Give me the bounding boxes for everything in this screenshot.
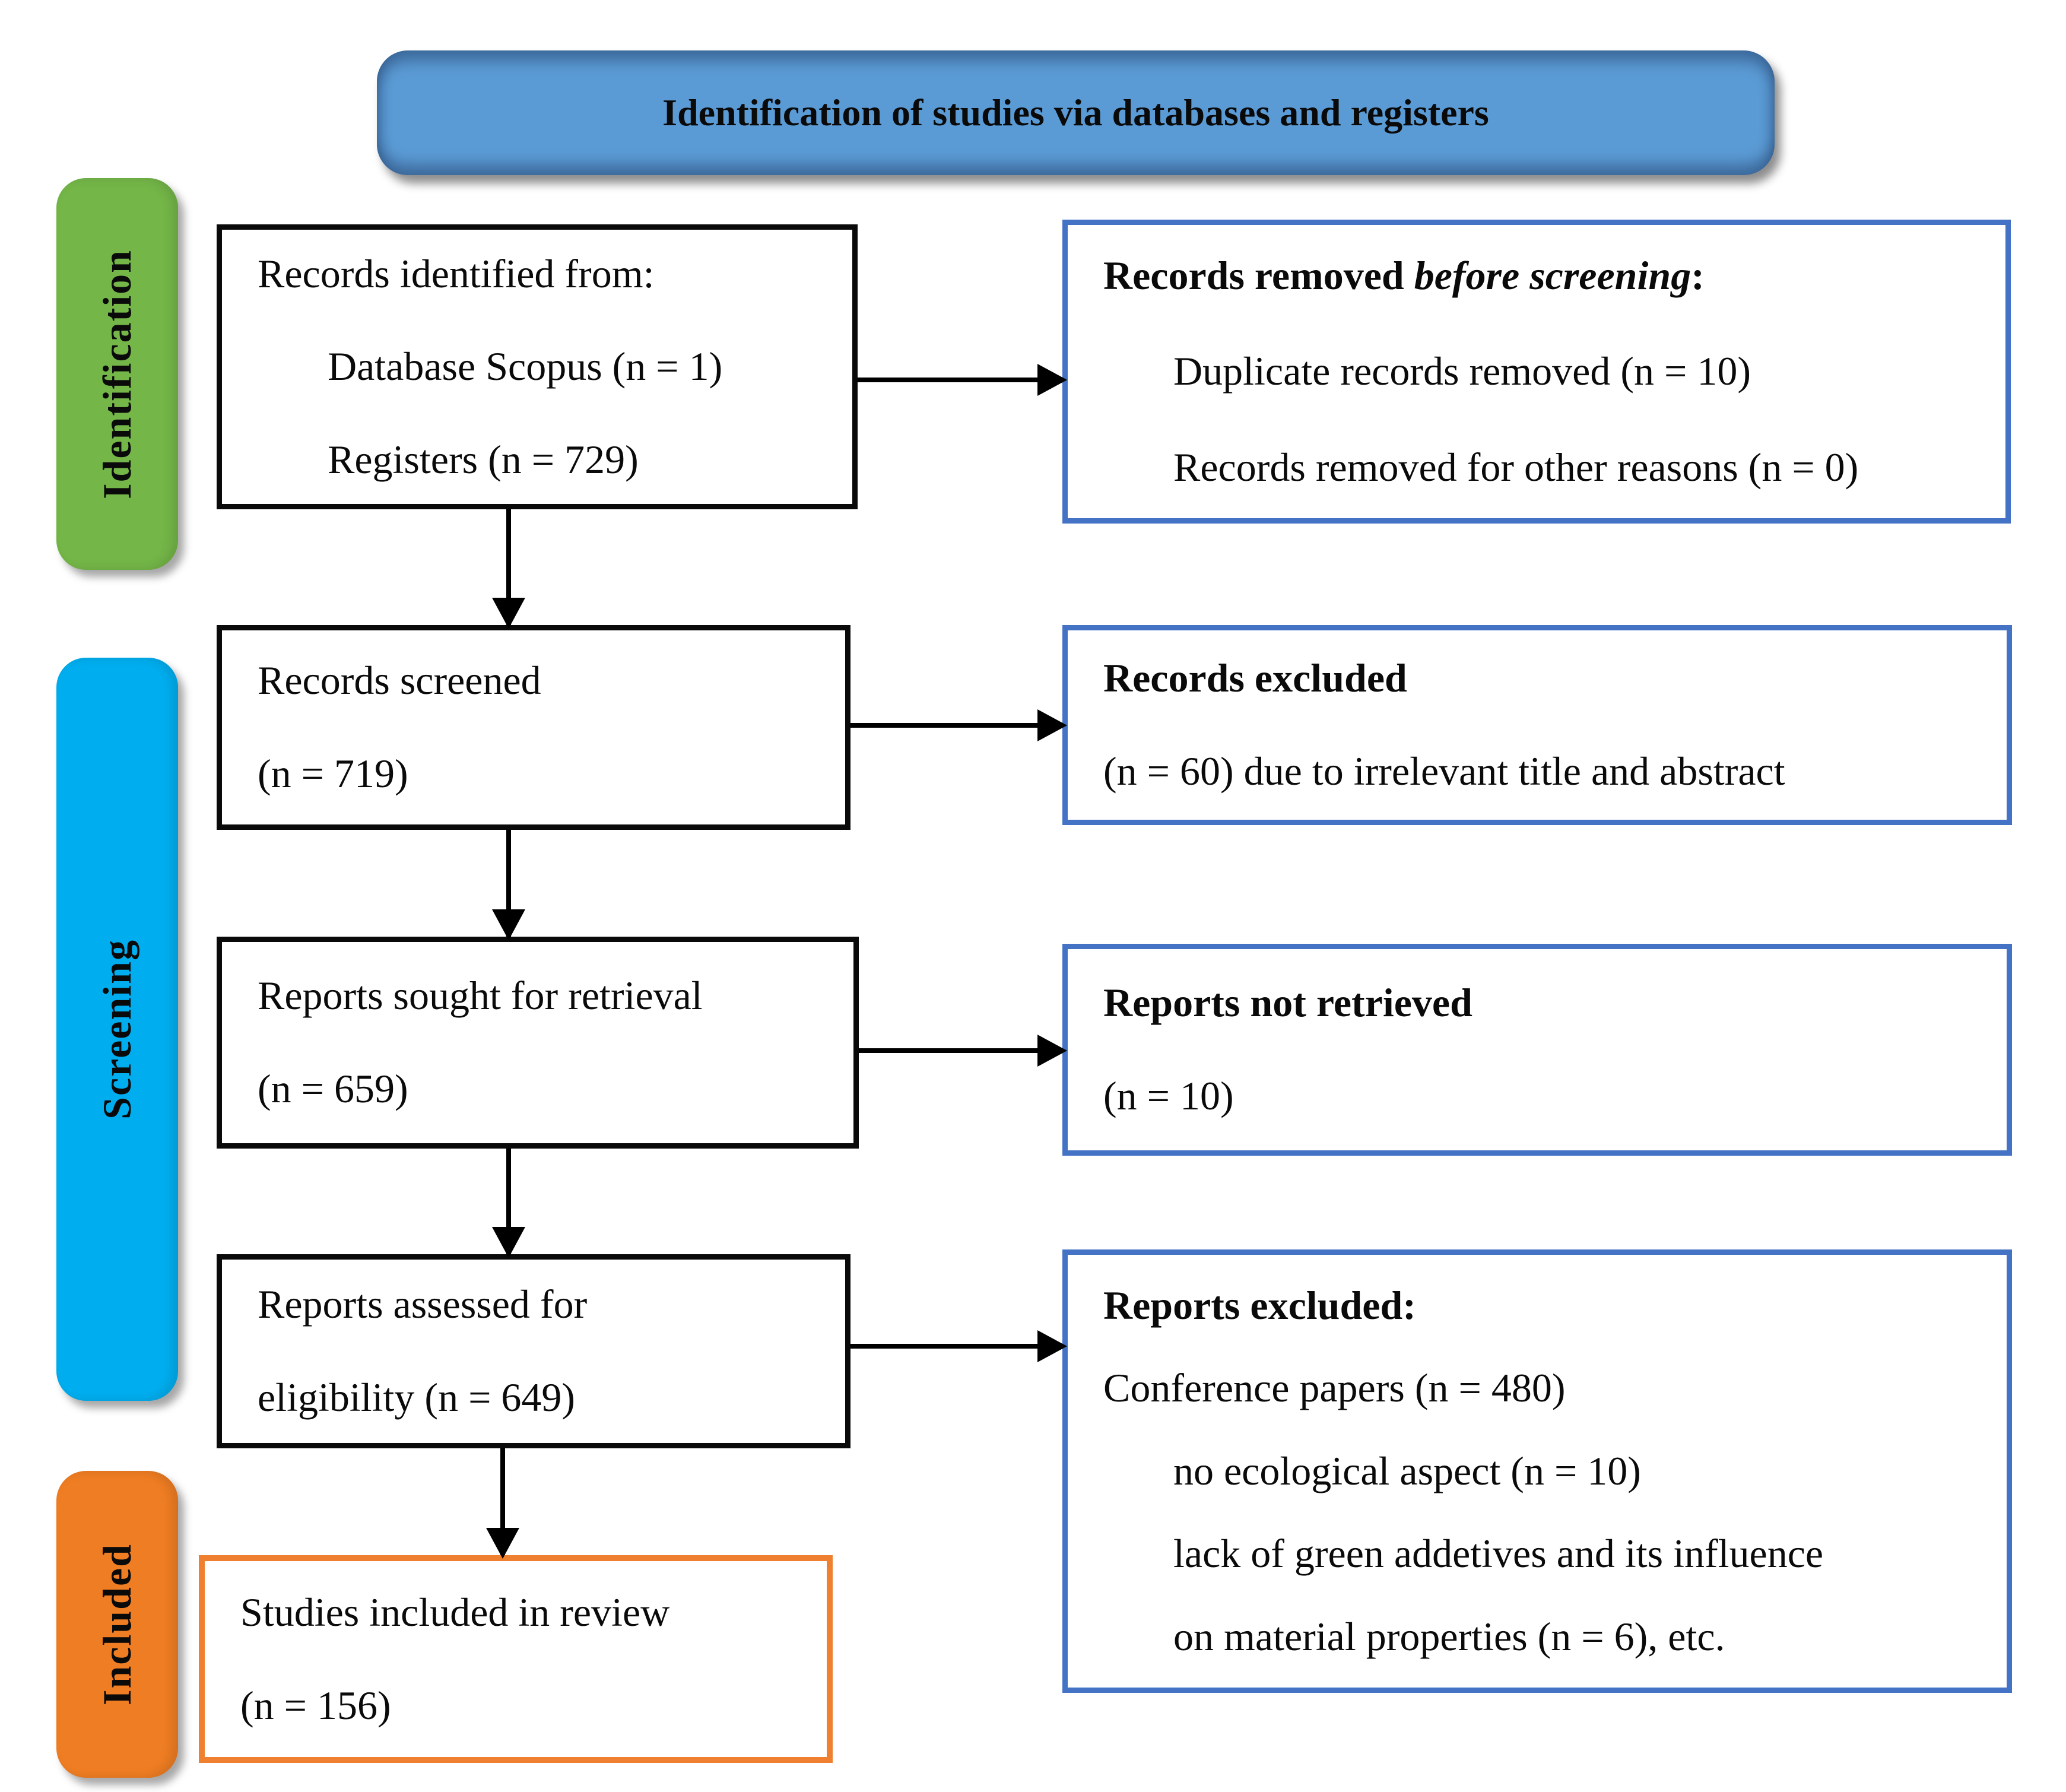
arrow-identified-to-screened-icon [506,509,511,625]
records-excluded-heading: Records excluded [1103,655,1407,701]
stage-sidebar-screening: Screening [56,658,178,1401]
reports-sought-heading: Reports sought for retrieval [258,973,703,1019]
reports-assessed-count: eligibility (n = 649) [258,1375,576,1420]
records-removed-heading-colon: : [1691,252,1705,298]
reports-not-retrieved-count: (n = 10) [1103,1073,1234,1118]
stage-sidebar-identification: Identification [56,178,178,570]
records-removed-other-reasons: Records removed for other reasons (n = 0… [1173,444,1859,490]
box-records-removed-before-screening: Records removed before screening: Duplic… [1062,220,2011,524]
records-screened-count: (n = 719) [258,751,408,796]
arrow-sought-to-assessed-icon [506,1149,511,1254]
records-identified-database: Database Scopus (n = 1) [328,344,723,389]
box-reports-assessed: Reports assessed for eligibility (n = 64… [217,1254,850,1448]
box-reports-not-retrieved: Reports not retrieved (n = 10) [1062,944,2012,1156]
diagram-title: Identification of studies via databases … [662,91,1489,134]
stage-label-screening: Screening [94,939,139,1119]
studies-included-count: (n = 156) [240,1682,391,1728]
reports-not-retrieved-heading: Reports not retrieved [1103,980,1472,1026]
stage-label-included: Included [94,1543,139,1705]
box-studies-included: Studies included in review (n = 156) [199,1555,833,1763]
reports-excluded-lack-of-additives: lack of green addetives and its influenc… [1173,1531,1824,1577]
box-reports-sought: Reports sought for retrieval (n = 659) [217,937,859,1149]
arrow-identified-to-removed-icon [858,378,1062,382]
records-excluded-reason: (n = 60) due to irrelevant title and abs… [1103,748,1785,794]
reports-excluded-material-properties: on material properties (n = 6), etc. [1173,1613,1725,1659]
box-records-screened: Records screened (n = 719) [217,625,850,830]
box-reports-excluded: Reports excluded: Conference papers (n =… [1062,1249,2012,1693]
box-records-identified: Records identified from: Database Scopus… [217,224,858,509]
duplicate-records-removed: Duplicate records removed (n = 10) [1173,348,1751,394]
box-records-excluded: Records excluded (n = 60) due to irrelev… [1062,625,2012,825]
reports-excluded-no-ecological: no ecological aspect (n = 10) [1173,1448,1641,1493]
stage-sidebar-included: Included [56,1471,178,1778]
arrow-screened-to-excluded-icon [850,723,1062,728]
diagram-title-banner: Identification of studies via databases … [377,50,1775,175]
records-removed-heading-italic: before screening [1414,252,1691,298]
reports-excluded-conference-papers: Conference papers (n = 480) [1103,1365,1566,1411]
records-identified-heading: Records identified from: [258,250,655,296]
records-removed-heading: Records removed before screening: [1103,252,1982,300]
arrow-assessed-to-included-icon [500,1448,505,1555]
reports-excluded-heading: Reports excluded: [1103,1282,1416,1328]
arrow-screened-to-sought-icon [506,830,511,937]
records-identified-registers: Registers (n = 729) [328,436,639,482]
arrow-sought-to-not-retrieved-icon [859,1048,1062,1053]
records-screened-heading: Records screened [258,658,541,703]
reports-assessed-heading: Reports assessed for [258,1282,588,1327]
stage-label-identification: Identification [94,249,139,499]
arrow-assessed-to-reports-excluded-icon [850,1344,1062,1349]
records-removed-heading-prefix: Records removed [1103,252,1414,298]
reports-sought-count: (n = 659) [258,1066,408,1111]
studies-included-heading: Studies included in review [240,1589,670,1635]
